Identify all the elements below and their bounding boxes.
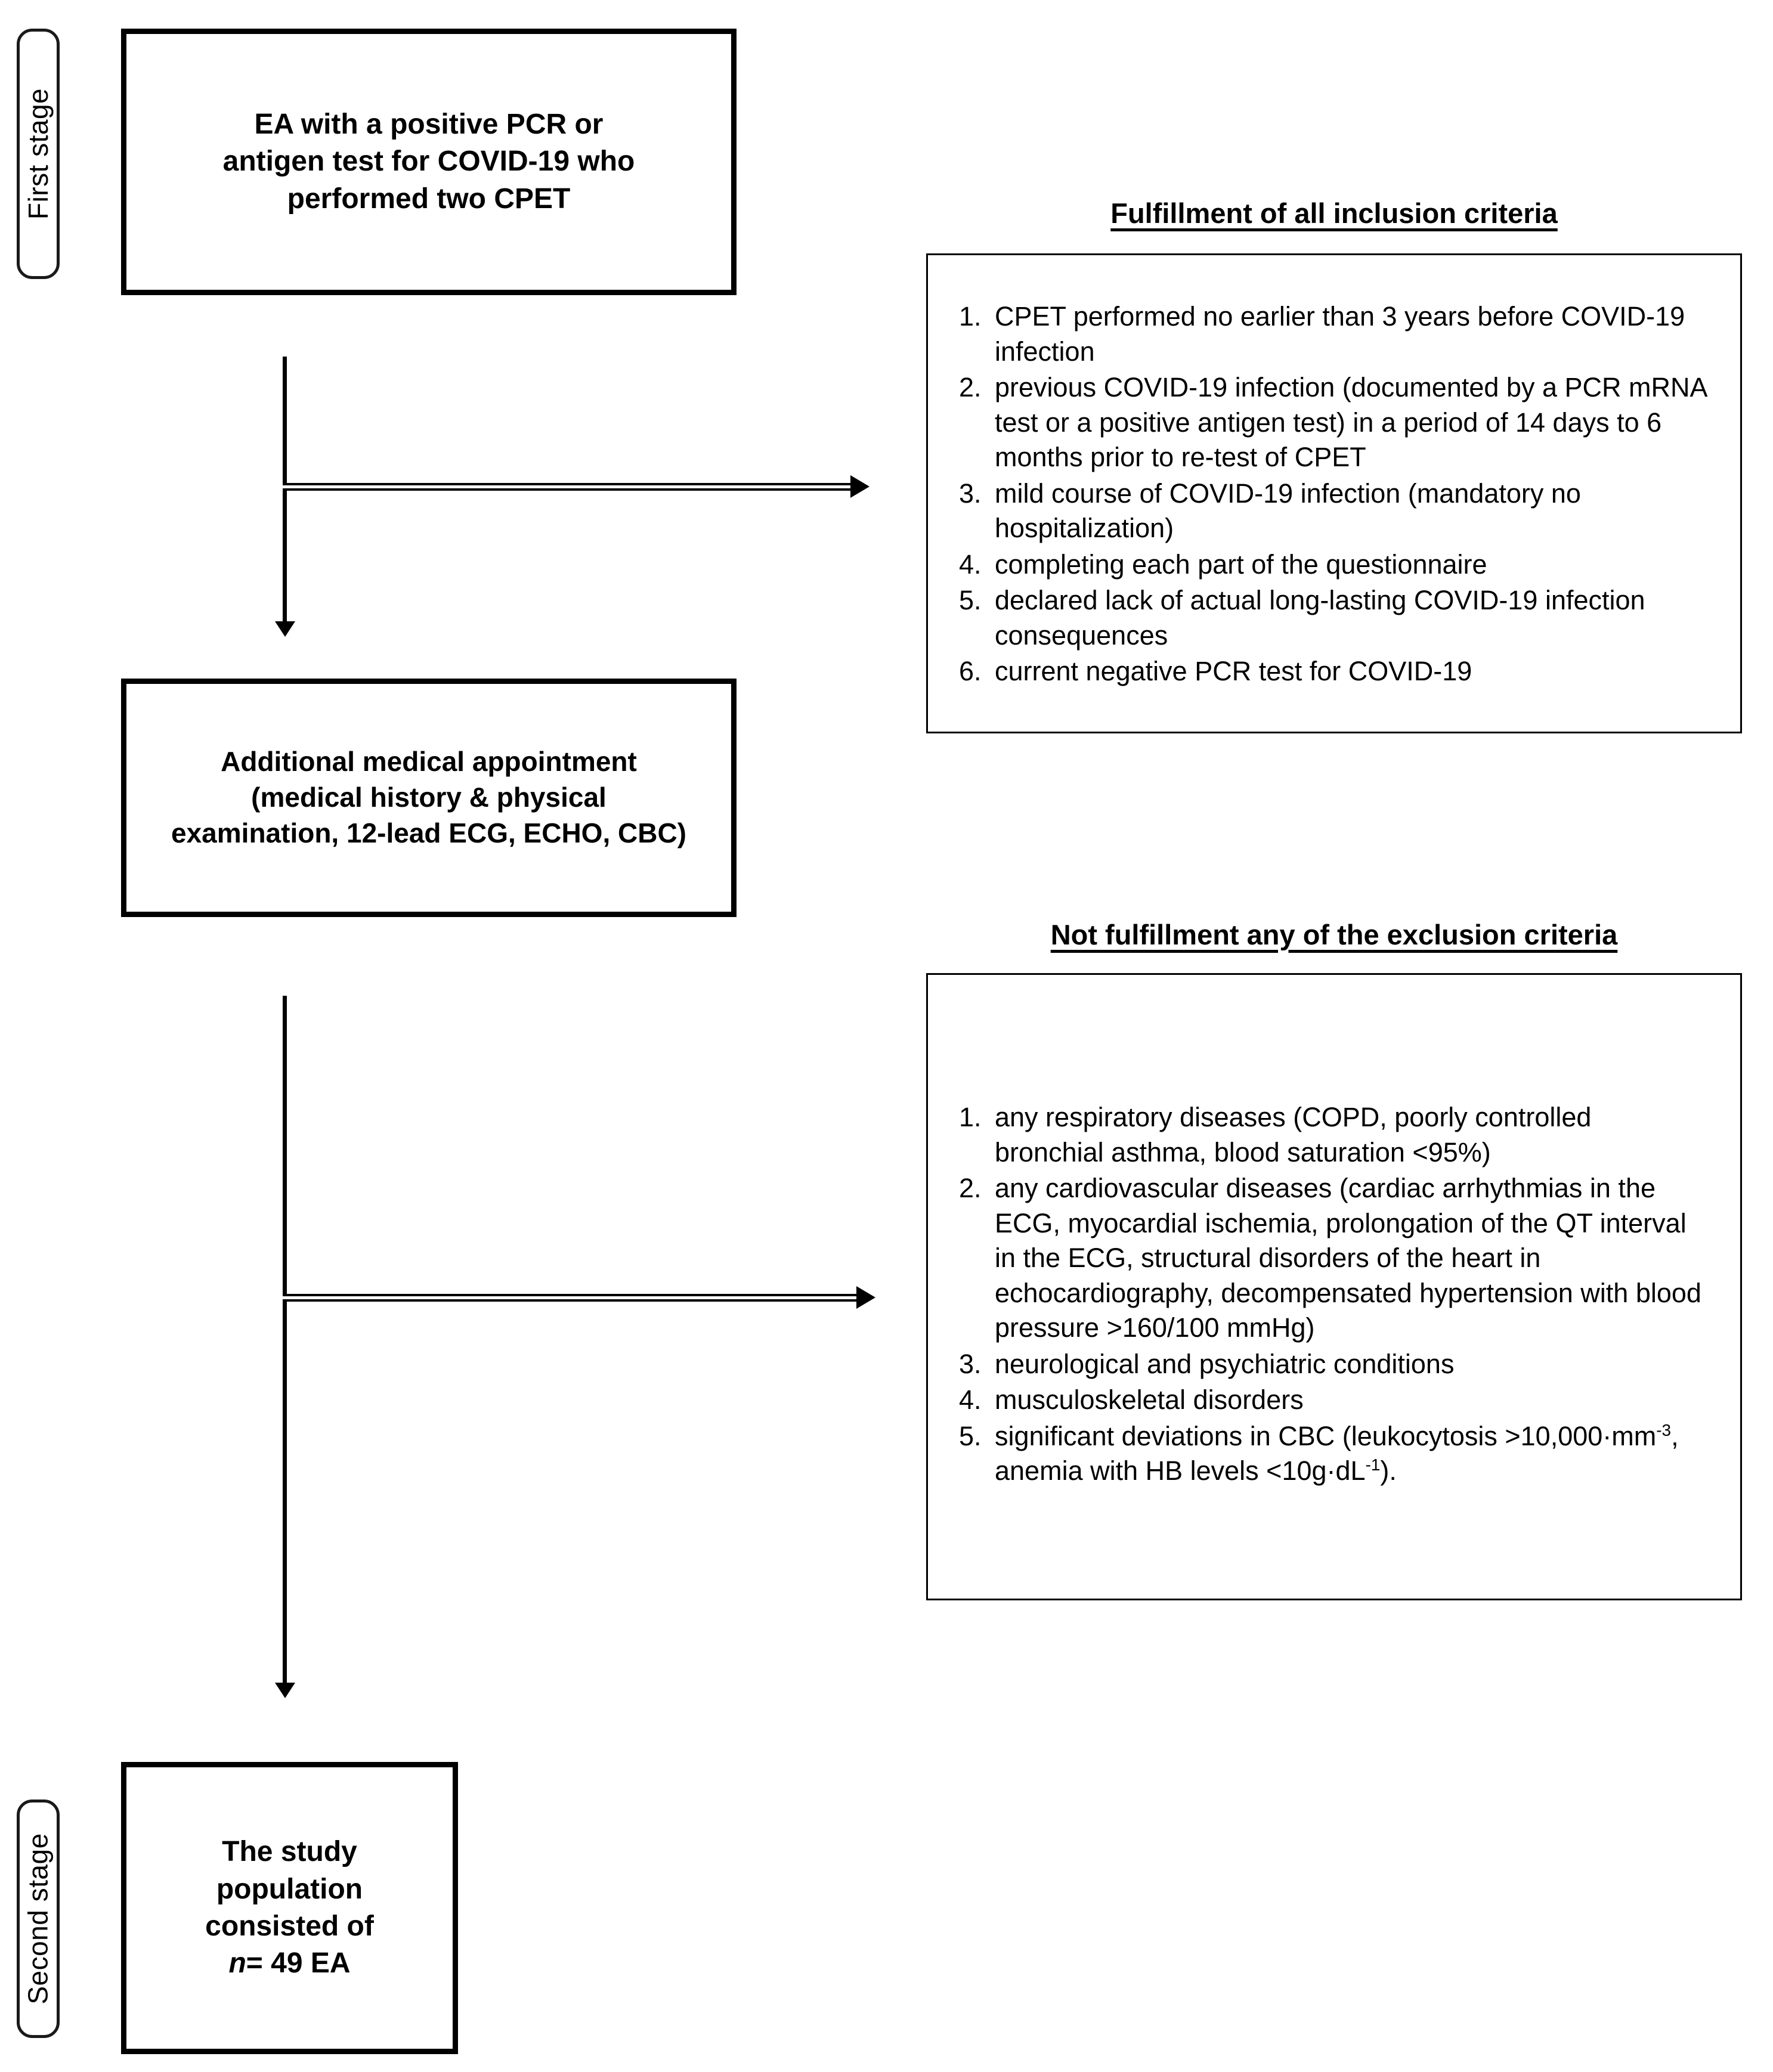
inclusion-criteria-item-number: 2. <box>959 372 982 402</box>
study-population-count: = 49 EA <box>246 1947 351 1980</box>
inclusion-criteria-item-number: 5. <box>959 585 982 615</box>
stage-label-second-stage-text: Second stage <box>23 1833 54 2005</box>
inclusion-criteria-item-text: CPET performed no earlier than 3 years b… <box>995 301 1685 367</box>
exclusion-criteria-item-number: 2. <box>959 1173 982 1203</box>
process-box-additional-appointment-text: Additional medical appointment (medical … <box>171 746 686 848</box>
study-population-line-2: population <box>216 1873 363 1905</box>
exclusion-criteria-item-text: musculoskeletal disorders <box>995 1385 1304 1415</box>
inclusion-criteria-item-text: declared lack of actual long-lasting COV… <box>995 585 1645 651</box>
exclusion-criteria-item: 3. neurological and psychiatric conditio… <box>959 1347 1707 1382</box>
study-population-line-3: consisted of <box>205 1910 374 1942</box>
exclusion-criteria-item: 5. significant deviations in CBC (leukoc… <box>959 1419 1707 1489</box>
inclusion-criteria-box: 1. CPET performed no earlier than 3 year… <box>926 253 1742 733</box>
inclusion-criteria-item-text: current negative PCR test for COVID-19 <box>995 656 1472 686</box>
exclusion-criteria-item: 2. any cardiovascular diseases (cardiac … <box>959 1171 1707 1346</box>
exclusion-criteria-title: Not fulfillment any of the exclusion cri… <box>1050 919 1618 950</box>
exclusion-criteria-box: 1. any respiratory diseases (COPD, poorl… <box>926 973 1742 1600</box>
inclusion-criteria-title: Fulfillment of all inclusion criteria <box>1110 197 1558 229</box>
exclusion-criteria-item-number: 4. <box>959 1385 982 1415</box>
study-population-n-symbol: n <box>228 1947 246 1980</box>
exclusion-criteria-item-text: significant deviations in CBC (leukocyto… <box>995 1420 1679 1486</box>
study-population-line-4: n= 49 EA <box>205 1945 374 1982</box>
connector-horizontal-inclusion-arrowhead <box>850 475 870 498</box>
inclusion-criteria-item-text: completing each part of the questionnair… <box>995 549 1487 580</box>
inclusion-criteria-item: 5. declared lack of actual long-lasting … <box>959 583 1707 653</box>
exclusion-criteria-item-number: 5. <box>959 1420 982 1451</box>
study-population-line-1: The study <box>222 1836 357 1868</box>
process-box-study-population: The study population consisted of n= 49 … <box>121 1762 458 2054</box>
exclusion-criteria-item-text: any cardiovascular diseases (cardiac arr… <box>995 1173 1701 1343</box>
inclusion-criteria-list: 1. CPET performed no earlier than 3 year… <box>928 255 1740 689</box>
process-box-study-population-text: The study population consisted of n= 49 … <box>194 1833 385 1983</box>
inclusion-criteria-item-text: mild course of COVID-19 infection (manda… <box>995 478 1581 544</box>
process-box-source-population-text: EA with a positive PCR or antigen test f… <box>222 108 635 215</box>
connector-horizontal-exclusion-arrowhead <box>856 1286 875 1309</box>
connector-horizontal-inclusion-shaft <box>283 483 854 491</box>
inclusion-criteria-item: 1. CPET performed no earlier than 3 year… <box>959 299 1707 369</box>
connector-vertical-second <box>283 996 287 1687</box>
inclusion-criteria-item-number: 3. <box>959 478 982 509</box>
inclusion-criteria-item: 3. mild course of COVID-19 infection (ma… <box>959 476 1707 546</box>
exclusion-criteria-item-number: 1. <box>959 1102 982 1132</box>
inclusion-criteria-item-number: 4. <box>959 549 982 580</box>
connector-horizontal-inclusion <box>283 475 873 498</box>
exclusion-criteria-item-number: 3. <box>959 1348 982 1379</box>
exclusion-criteria-item: 4. musculoskeletal disorders <box>959 1383 1707 1418</box>
stage-label-second-stage: Second stage <box>17 1800 60 2038</box>
inclusion-criteria-item-number: 6. <box>959 656 982 686</box>
exclusion-criteria-list: 1. any respiratory diseases (COPD, poorl… <box>928 975 1740 1489</box>
exclusion-criteria-item-text: any respiratory diseases (COPD, poorly c… <box>995 1102 1592 1167</box>
stage-label-first-stage: First stage <box>17 29 60 279</box>
connector-horizontal-exclusion <box>283 1286 879 1309</box>
process-box-source-population: EA with a positive PCR or antigen test f… <box>121 29 737 295</box>
stage-label-first-stage-text: First stage <box>23 88 54 220</box>
connector-vertical-first-arrowhead <box>275 621 295 637</box>
inclusion-criteria-item: 6. current negative PCR test for COVID-1… <box>959 654 1707 689</box>
connector-vertical-second-arrowhead <box>275 1683 295 1698</box>
connector-horizontal-exclusion-shaft <box>283 1294 860 1302</box>
process-box-additional-appointment: Additional medical appointment (medical … <box>121 679 737 917</box>
inclusion-criteria-item: 4. completing each part of the questionn… <box>959 547 1707 583</box>
inclusion-criteria-item-number: 1. <box>959 301 982 332</box>
inclusion-criteria-item-text: previous COVID-19 infection (documented … <box>995 372 1707 472</box>
exclusion-criteria-item: 1. any respiratory diseases (COPD, poorl… <box>959 1100 1707 1170</box>
connector-vertical-first <box>283 357 287 626</box>
exclusion-criteria-item-text: neurological and psychiatric conditions <box>995 1348 1455 1379</box>
inclusion-criteria-item: 2. previous COVID-19 infection (document… <box>959 370 1707 475</box>
